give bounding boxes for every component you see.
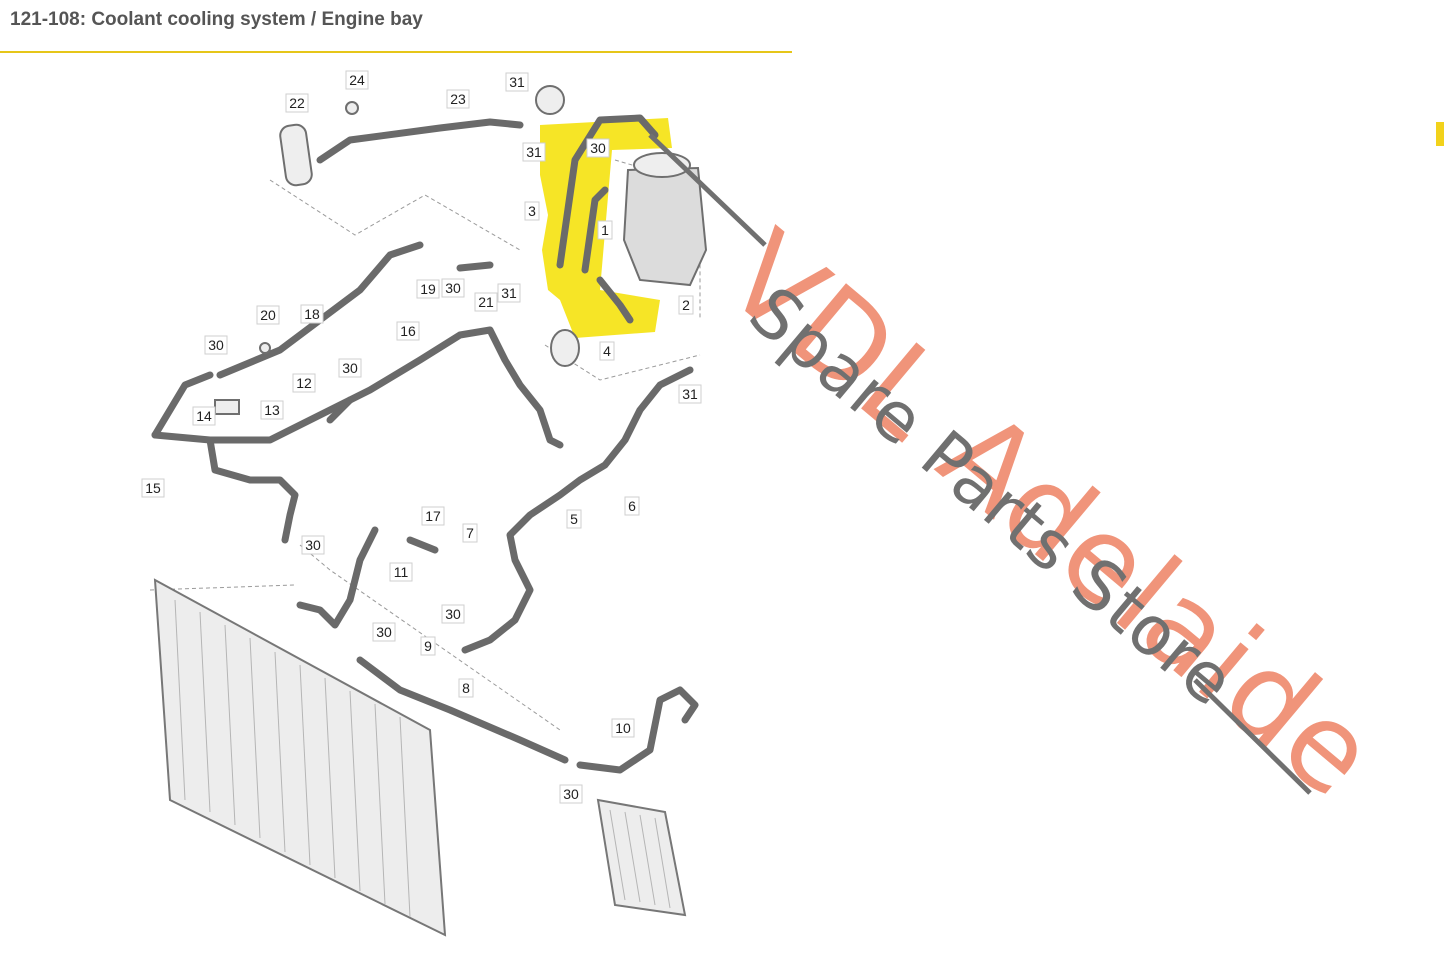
svg-text:16: 16: [400, 323, 416, 339]
svg-text:11: 11: [394, 564, 409, 580]
edge-marker: [1436, 122, 1444, 146]
callout-6: 6: [624, 496, 640, 516]
callout-30: 30: [338, 358, 362, 378]
svg-text:8: 8: [462, 680, 470, 696]
svg-text:30: 30: [445, 606, 461, 622]
callout-23: 23: [446, 89, 470, 109]
callout-21: 21: [474, 292, 498, 312]
callout-18: 18: [300, 304, 324, 324]
svg-text:19: 19: [420, 281, 436, 297]
callout-10: 10: [611, 718, 635, 738]
callout-30: 30: [372, 622, 396, 642]
callout-7: 7: [462, 523, 478, 543]
svg-text:3: 3: [528, 203, 536, 219]
svg-text:2: 2: [682, 297, 690, 313]
svg-text:30: 30: [590, 140, 606, 156]
callout-24: 24: [345, 70, 369, 90]
callout-31: 31: [678, 384, 702, 404]
callout-16: 16: [396, 321, 420, 341]
svg-text:7: 7: [466, 525, 474, 541]
svg-text:31: 31: [501, 285, 517, 301]
svg-text:15: 15: [145, 480, 161, 496]
callout-13: 13: [260, 400, 284, 420]
callout-11: 11: [389, 562, 413, 582]
svg-text:18: 18: [304, 306, 320, 322]
callout-4: 4: [599, 341, 615, 361]
svg-text:14: 14: [196, 408, 212, 424]
callout-31: 31: [505, 72, 529, 92]
page-title: 121-108: Coolant cooling system / Engine…: [10, 9, 423, 30]
callout-30: 30: [559, 784, 583, 804]
watermark-stroke-bottom: [1193, 678, 1312, 795]
callout-17: 17: [421, 506, 445, 526]
callout-12: 12: [292, 373, 316, 393]
callout-30: 30: [301, 535, 325, 555]
svg-text:17: 17: [425, 508, 441, 524]
page-header: 121-108: Coolant cooling system / Engine…: [0, 0, 792, 54]
callout-8: 8: [458, 678, 474, 698]
svg-text:31: 31: [682, 386, 698, 402]
callout-5: 5: [566, 509, 582, 529]
svg-text:21: 21: [478, 294, 494, 310]
callout-30: 30: [441, 278, 465, 298]
svg-text:9: 9: [424, 638, 432, 654]
svg-text:30: 30: [563, 786, 579, 802]
svg-text:6: 6: [628, 498, 636, 514]
callout-9: 9: [420, 636, 436, 656]
svg-text:4: 4: [603, 343, 611, 359]
watermark-stroke-top: [648, 133, 767, 247]
callout-30: 30: [204, 335, 228, 355]
hoses: [151, 114, 699, 774]
svg-text:10: 10: [615, 720, 631, 736]
svg-text:30: 30: [305, 537, 321, 553]
svg-text:23: 23: [450, 91, 466, 107]
callout-2: 2: [678, 295, 694, 315]
callout-30: 30: [586, 138, 610, 158]
svg-text:13: 13: [264, 402, 280, 418]
svg-text:31: 31: [509, 74, 525, 90]
callout-30: 30: [441, 604, 465, 624]
svg-text:22: 22: [289, 95, 305, 111]
small-parts: [214, 85, 580, 415]
callout-20: 20: [256, 305, 280, 325]
svg-text:1: 1: [601, 222, 609, 238]
callout-15: 15: [141, 478, 165, 498]
svg-text:30: 30: [208, 337, 224, 353]
callout-31: 31: [522, 142, 546, 162]
callout-19: 19: [416, 279, 440, 299]
callout-3: 3: [524, 201, 540, 221]
svg-text:30: 30: [376, 624, 392, 640]
callout-1: 1: [597, 220, 613, 240]
svg-text:31: 31: [526, 144, 542, 160]
svg-text:5: 5: [570, 511, 578, 527]
aux-cooler: [596, 798, 687, 917]
callout-14: 14: [192, 406, 216, 426]
header-divider: [0, 51, 792, 53]
callout-31: 31: [497, 283, 521, 303]
expansion-tank: [622, 152, 708, 287]
radiator: [153, 578, 447, 937]
svg-text:20: 20: [260, 307, 276, 323]
svg-text:12: 12: [296, 375, 312, 391]
svg-text:30: 30: [342, 360, 358, 376]
svg-text:24: 24: [349, 72, 365, 88]
svg-text:30: 30: [445, 280, 461, 296]
callout-22: 22: [285, 93, 309, 113]
